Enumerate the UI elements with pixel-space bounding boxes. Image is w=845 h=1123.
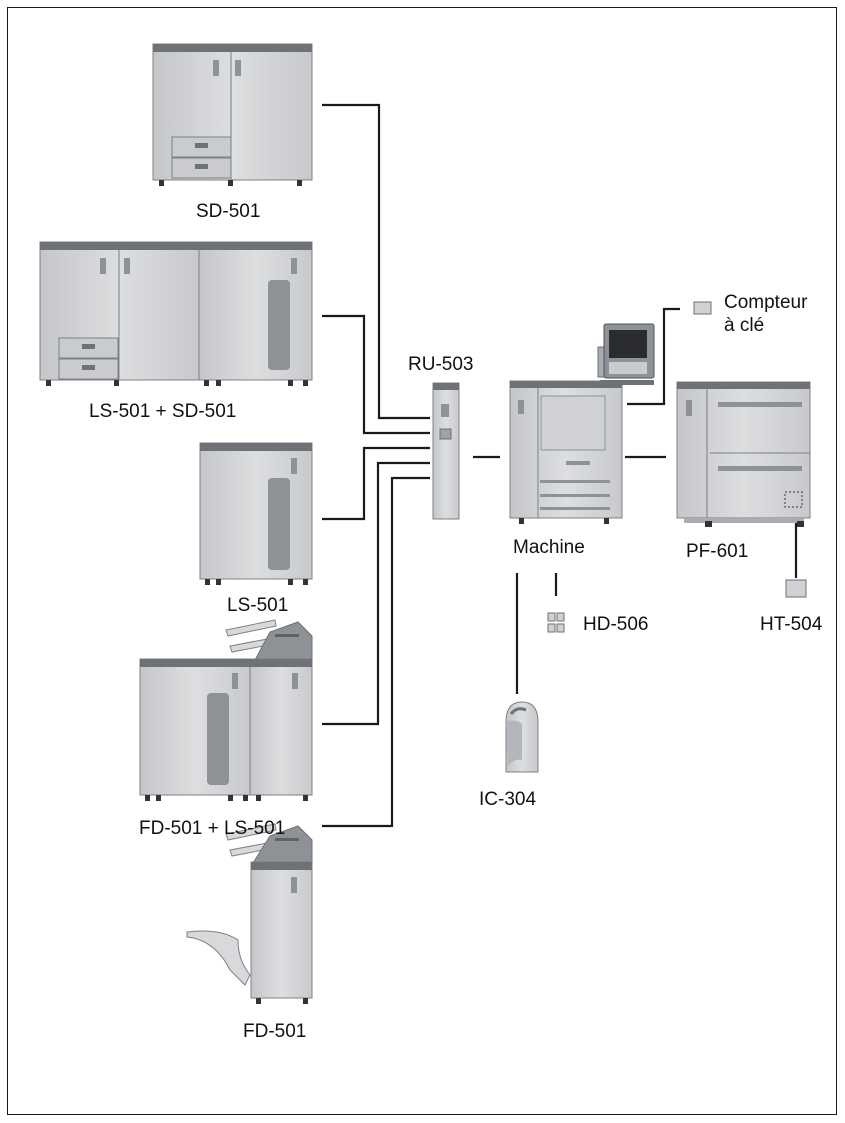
label-ic304: IC-304	[479, 789, 537, 810]
machine-unit	[509, 323, 655, 524]
line-fd-ls501	[322, 461, 430, 726]
diagram-frame	[7, 7, 837, 1115]
ht504-icon	[785, 579, 807, 598]
line-ls501	[322, 446, 430, 521]
label-fd501: FD-501	[243, 1021, 307, 1042]
label-fd-ls501: FD-501 + LS-501	[139, 818, 286, 839]
label-pf601: PF-601	[686, 541, 749, 562]
fd501-unit	[186, 823, 313, 1004]
label-counter-line1: Compteur	[724, 292, 808, 313]
label-ru503: RU-503	[408, 354, 474, 375]
label-sd501: SD-501	[196, 201, 261, 222]
ls-sd501-unit	[39, 241, 313, 386]
ru503-unit	[432, 382, 460, 520]
hd506-icon	[547, 612, 565, 633]
label-machine: Machine	[513, 537, 585, 558]
connection-lines	[322, 103, 798, 828]
fd-ls501-unit	[139, 619, 313, 801]
line-ls-sd501	[322, 314, 430, 435]
ls501-unit	[199, 442, 313, 585]
key-counter-icon	[693, 301, 712, 315]
label-counter-line2: à clé	[724, 315, 765, 336]
ic304-unit	[505, 701, 539, 773]
label-ls-sd501: LS-501 + SD-501	[89, 401, 237, 422]
line-sd501	[322, 103, 430, 420]
label-ls501: LS-501	[227, 595, 289, 616]
pf601-unit	[676, 381, 811, 527]
line-fd501	[322, 476, 430, 828]
label-hd506: HD-506	[583, 614, 649, 635]
line-counter	[627, 307, 680, 406]
label-ht504: HT-504	[760, 614, 823, 635]
sd501-unit	[152, 43, 313, 186]
